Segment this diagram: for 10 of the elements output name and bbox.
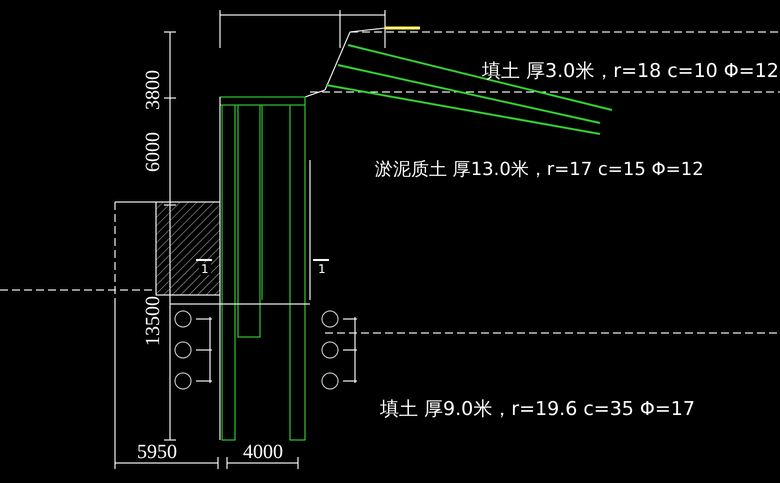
soil-layer-note: 填土 厚3.0米，r=18 c=10 Φ=12 — [482, 62, 779, 81]
dimension-text: 5950 — [137, 442, 177, 462]
dimension-text: 4000 — [243, 442, 283, 462]
dimension-text: 6000 — [143, 132, 163, 172]
dimension-text: 3800 — [143, 70, 163, 110]
section-mark: 1 — [318, 263, 326, 275]
section-mark: 1 — [199, 263, 211, 275]
soil-layer-note: 淤泥质土 厚13.0米，r=17 c=15 Φ=12 — [375, 161, 704, 179]
dimension-text: 13500 — [143, 296, 163, 346]
soil-layer-note: 填土 厚9.0米，r=19.6 c=35 Φ=17 — [380, 400, 695, 419]
